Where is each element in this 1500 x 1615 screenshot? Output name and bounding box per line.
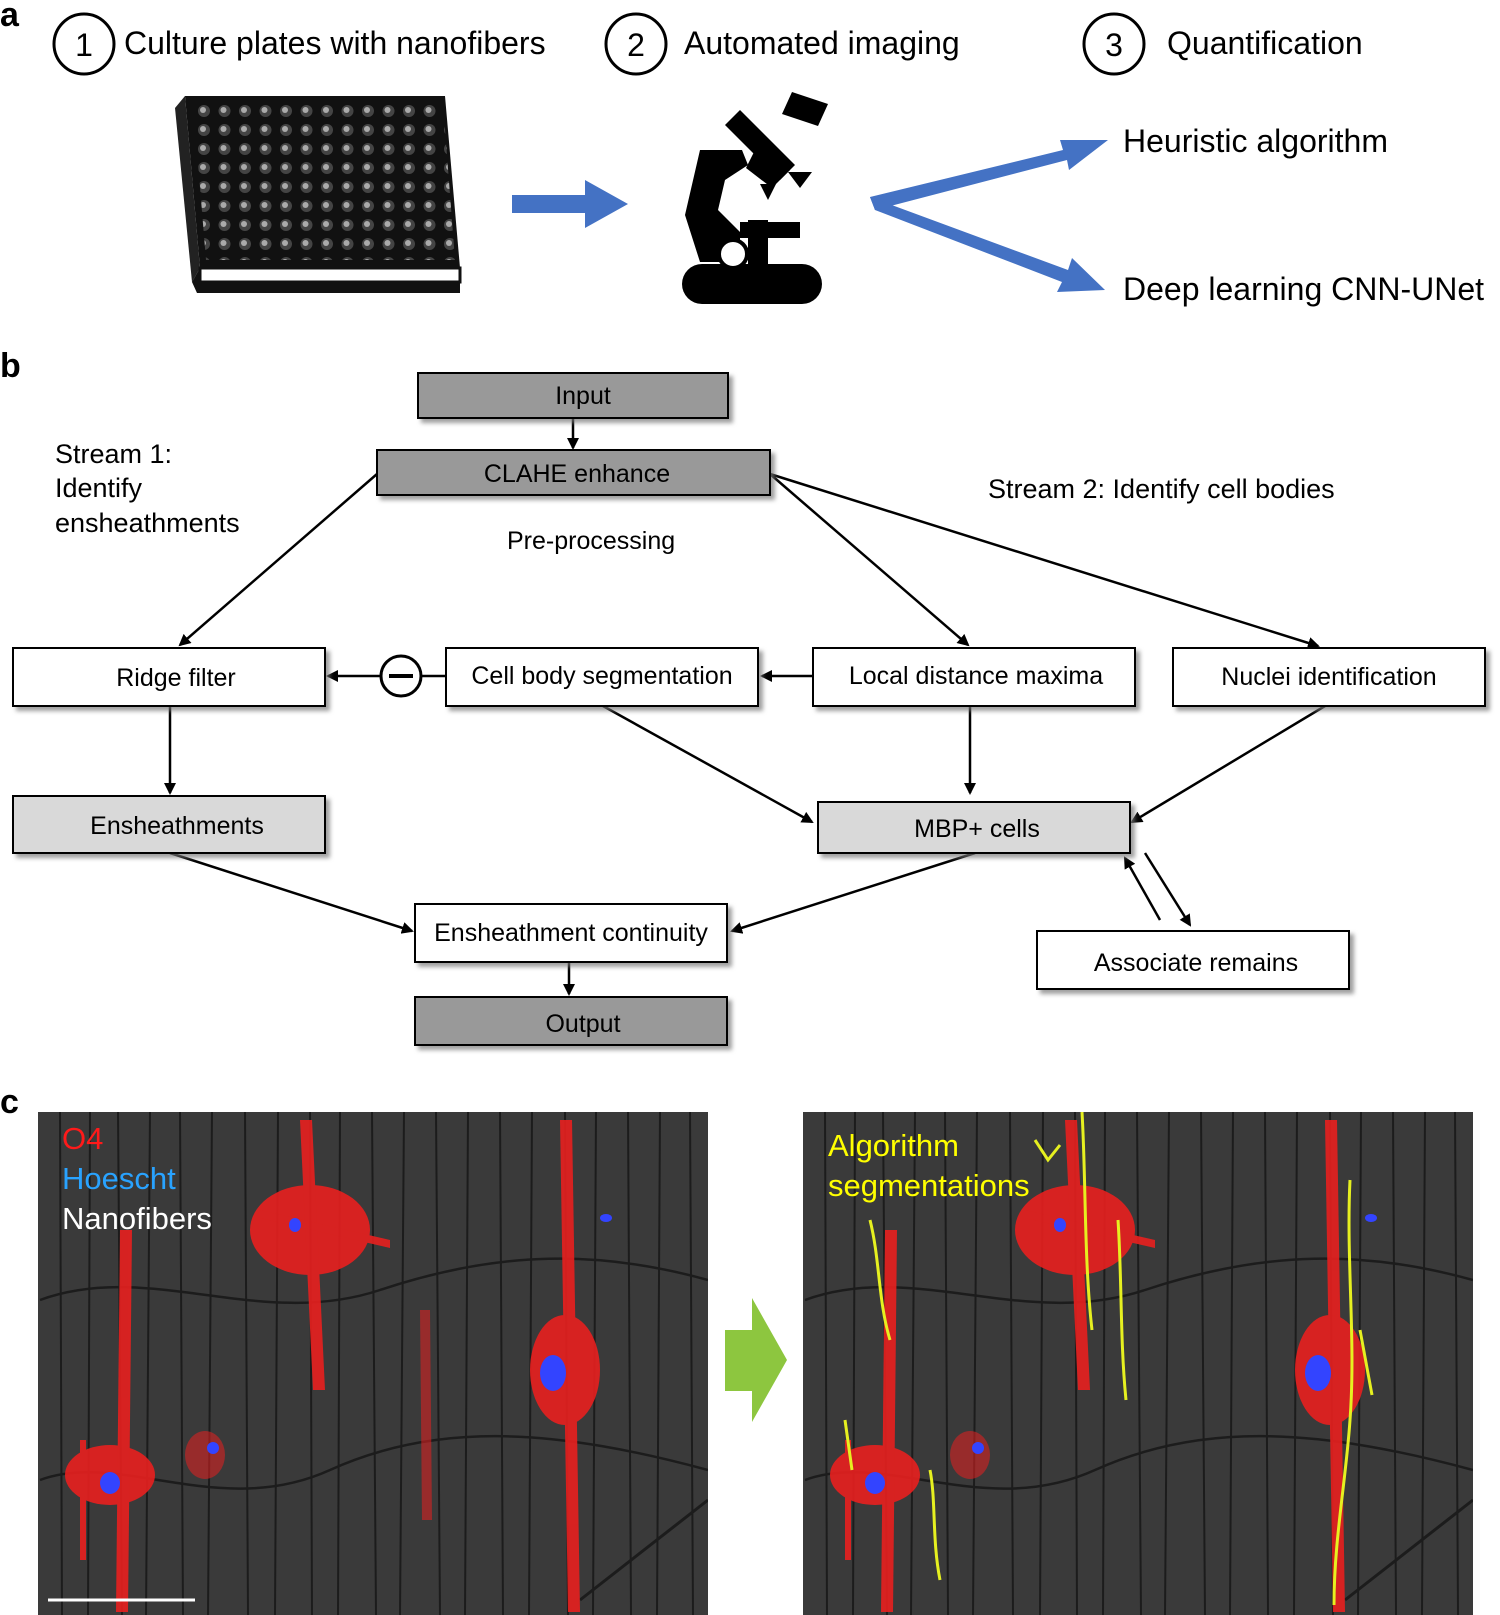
legend-o4: O4 (62, 1121, 103, 1156)
panel-a-letter: a (0, 0, 20, 34)
node-label: Ridge filter (116, 664, 236, 692)
node-label: Local distance maxima (849, 662, 1103, 690)
stream1-line: Stream 1: (55, 439, 172, 469)
node-label: Cell body segmentation (471, 662, 732, 690)
node-localmax: Local distance maxima (812, 647, 1136, 707)
arrow-cellbody-mbp (602, 704, 814, 824)
step-label: Quantification (1167, 25, 1363, 61)
well-plate-icon (175, 96, 462, 293)
node-ensheath: Ensheathments (12, 795, 326, 854)
node-continuity: Ensheathment continuity (414, 903, 728, 963)
microscope-icon (682, 92, 828, 304)
stream1-label: Stream 1: Identify ensheathments (55, 439, 240, 538)
node-ridge: Ridge filter (12, 647, 326, 707)
node-label: Associate remains (1094, 949, 1298, 977)
arrow-mbp-associate (1143, 852, 1192, 927)
step-label: Culture plates with nanofibers (124, 25, 546, 61)
panel-b-letter: b (0, 347, 21, 385)
node-cellbody: Cell body segmentation (445, 647, 759, 707)
step-number: 1 (75, 27, 93, 63)
blue-arrow-icon (512, 180, 628, 228)
node-mbp: MBP+ cells (817, 801, 1131, 854)
step-3: 3 Quantification (1082, 12, 1363, 76)
output-heuristic: Heuristic algorithm (1123, 123, 1388, 159)
node-nuclei: Nuclei identification (1172, 647, 1486, 707)
stream1-line: Identify (55, 473, 143, 503)
node-label: Ensheathments (90, 812, 264, 840)
arrow-nuclei-mbp (1130, 704, 1326, 824)
arrow-ensheath-continuity (169, 851, 414, 934)
step-label: Automated imaging (684, 25, 960, 61)
arrow-associate-mbp (1123, 856, 1162, 921)
arrow-mbp-continuity (730, 851, 976, 934)
minus-circle-icon (379, 654, 423, 698)
step-circle (52, 12, 116, 76)
micrograph-segmented (803, 1112, 1473, 1615)
node-label: Ensheathment continuity (434, 919, 708, 947)
node-label: Input (555, 382, 611, 410)
node-label: CLAHE enhance (484, 460, 670, 488)
step-1: 1 Culture plates with nanofibers (52, 12, 546, 76)
node-label: Output (545, 1010, 620, 1038)
step-2: 2 Automated imaging (604, 12, 960, 76)
node-label: MBP+ cells (914, 815, 1040, 843)
step-circle (604, 12, 668, 76)
legend-nanofibers: Nanofibers (62, 1201, 212, 1236)
node-clahe: CLAHE enhance (376, 449, 771, 496)
node-associate: Associate remains (1036, 930, 1350, 990)
node-output: Output (414, 996, 728, 1046)
node-label: Nuclei identification (1221, 663, 1436, 691)
stream1-line: ensheathments (55, 508, 240, 538)
arrow-clahe-localmax (769, 473, 970, 647)
stream2-label: Stream 2: Identify cell bodies (988, 474, 1335, 504)
fork-arrows-icon (870, 140, 1108, 292)
legend-hoescht: Hoescht (62, 1161, 176, 1196)
panel-c-letter: c (0, 1083, 19, 1121)
step-number: 2 (627, 27, 645, 63)
arrow-clahe-nuclei (769, 472, 1320, 649)
flow-arrows (164, 418, 1326, 996)
micrograph-raw (38, 1112, 708, 1615)
arrow-clahe-ridge (178, 473, 378, 647)
green-arrow-icon (725, 1298, 787, 1422)
node-input: Input (417, 372, 729, 419)
seg-label-line2: segmentations (828, 1168, 1030, 1203)
preprocessing-label: Pre-processing (507, 527, 675, 555)
output-cnn: Deep learning CNN-UNet (1123, 271, 1484, 307)
seg-label-line1: Algorithm (828, 1128, 959, 1163)
step-number: 3 (1105, 27, 1123, 63)
step-circle (1082, 12, 1146, 76)
